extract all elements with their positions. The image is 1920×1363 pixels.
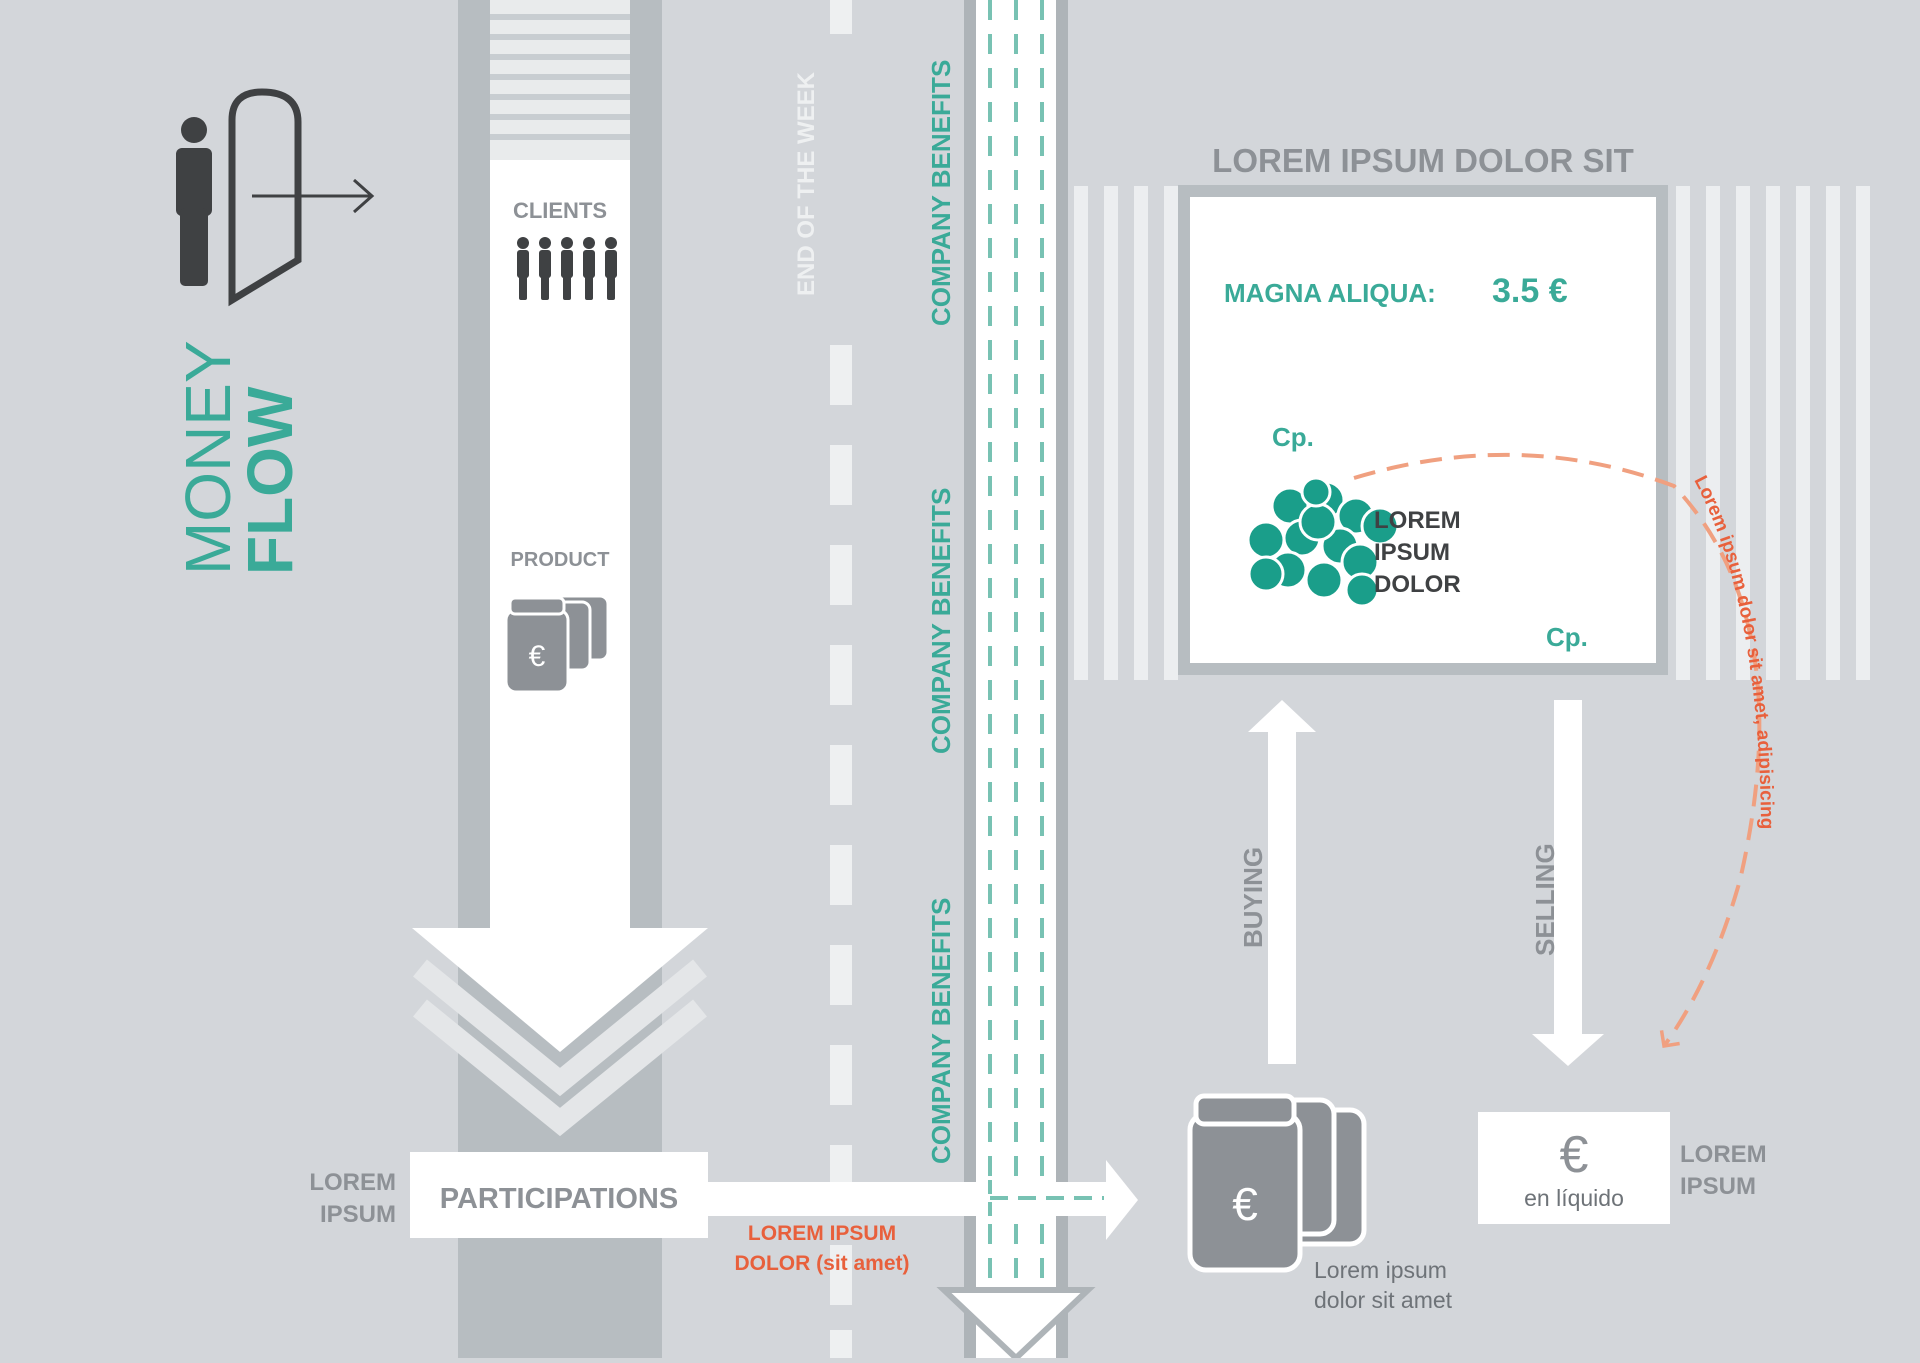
- title-flow: FLOW: [234, 386, 306, 575]
- company-benefits-label-2: COMPANY BENEFITS: [926, 488, 956, 754]
- benefits-lane: [936, 0, 1096, 1363]
- participations-arrow: [700, 1160, 1138, 1240]
- clients-label: CLIENTS: [513, 198, 607, 223]
- chevron-1: [413, 959, 707, 1097]
- jars-caption-line2: dolor sit amet: [1314, 1287, 1453, 1313]
- left-note-line1: LOREM: [309, 1169, 396, 1196]
- cluster-label-3: DOLOR: [1374, 571, 1461, 598]
- market-title: LOREM IPSUM DOLOR SIT: [1212, 142, 1634, 179]
- title-money: MONEY: [172, 340, 244, 575]
- end-of-week-label: END OF THE WEEK: [793, 71, 820, 296]
- door-icon: [228, 88, 302, 307]
- channel-inner: [490, 160, 630, 930]
- euro-icon: €: [529, 640, 546, 673]
- chevron-2: [413, 999, 707, 1137]
- person-icon: [176, 117, 212, 286]
- cp-top: Cp.: [1272, 422, 1314, 452]
- cash-label: en líquido: [1524, 1185, 1624, 1211]
- product-jars-large-icon: €: [1187, 1093, 1367, 1273]
- buying-label: BUYING: [1238, 847, 1268, 948]
- flow-arrow-head: [412, 928, 708, 1052]
- cp-bottom: Cp.: [1546, 622, 1588, 652]
- participations-box: [410, 1152, 708, 1238]
- orange-curve-arrow: [1353, 452, 1762, 1049]
- price-value: 3.5 €: [1492, 272, 1568, 310]
- selling-arrow: [1532, 700, 1604, 1066]
- cash-note-line1: LOREM: [1680, 1141, 1767, 1168]
- buying-arrow: [1248, 700, 1316, 1064]
- company-benefits-label-1: COMPANY BENEFITS: [926, 60, 956, 326]
- jars-caption-line1: Lorem ipsum: [1314, 1257, 1447, 1283]
- product-label: PRODUCT: [511, 549, 610, 571]
- clients-icon: [517, 237, 617, 300]
- euro-large-icon: €: [1232, 1178, 1258, 1230]
- coin-cluster-icon: [1246, 476, 1400, 608]
- cluster-label-1: LOREM: [1374, 507, 1461, 534]
- market-crosswalk: [1074, 186, 1870, 680]
- orange-note-line1: LOREM IPSUM: [748, 1222, 896, 1245]
- cash-euro-icon: €: [1560, 1126, 1589, 1184]
- left-note-line2: IPSUM: [320, 1201, 396, 1228]
- price-label: MAGNA ALIQUA:: [1224, 278, 1436, 308]
- product-jars-icon: €: [504, 594, 610, 694]
- cash-note-line2: IPSUM: [1680, 1173, 1756, 1200]
- cluster-label-2: IPSUM: [1374, 539, 1450, 566]
- selling-label: SELLING: [1530, 843, 1560, 956]
- crosswalk-top: [490, 0, 630, 160]
- company-benefits-label-3: COMPANY BENEFITS: [926, 898, 956, 1164]
- participations-label: PARTICIPATIONS: [440, 1183, 678, 1215]
- cash-box: [1478, 1112, 1670, 1224]
- orange-note-line2: DOLOR (sit amet): [734, 1252, 909, 1275]
- exit-arrow-icon: [252, 178, 375, 214]
